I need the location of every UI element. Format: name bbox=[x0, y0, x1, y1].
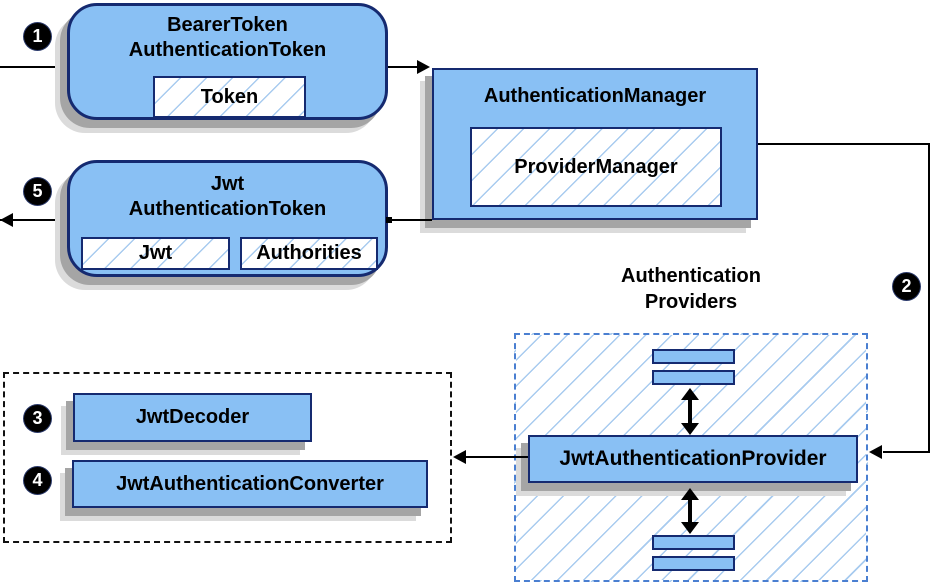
step-2-badge: 2 bbox=[893, 273, 920, 300]
flow-arrowhead-to-decoder-group bbox=[453, 450, 466, 464]
flow-arrowhead-response-out bbox=[0, 213, 13, 227]
token-field: Token bbox=[153, 76, 306, 118]
bearer-token-authentication-token-node: BearerToken AuthenticationToken Token bbox=[67, 3, 388, 120]
provider-slot-bar bbox=[652, 349, 735, 364]
step-4-badge: 4 bbox=[24, 467, 51, 494]
jwt-authentication-token-title-line1: Jwt bbox=[210, 173, 245, 195]
double-arrow-bottom-shaft bbox=[688, 499, 692, 523]
flow-line-to-decoder-group bbox=[466, 456, 528, 458]
jwt-authentication-token-node: Jwt AuthenticationToken Jwt Authorities bbox=[67, 160, 388, 277]
authentication-providers-label-line1: Authentication bbox=[621, 265, 761, 287]
flow-arrowhead-to-authentication-manager bbox=[417, 60, 430, 74]
authentication-manager-title: AuthenticationManager bbox=[483, 85, 707, 107]
flow-line-step2-vertical bbox=[928, 143, 930, 453]
step-3-badge: 3 bbox=[24, 405, 51, 432]
authentication-providers-label-line2: Providers bbox=[644, 291, 738, 313]
flow-line-manager-to-jwt-token bbox=[388, 219, 432, 221]
flow-line-to-authentication-manager bbox=[388, 66, 420, 68]
provider-slot-bar bbox=[652, 556, 735, 571]
provider-manager-field: ProviderManager bbox=[470, 127, 722, 207]
flow-line-response-out bbox=[0, 219, 66, 221]
bearer-token-title-line1: BearerToken bbox=[167, 14, 288, 36]
jwt-field: Jwt bbox=[81, 237, 230, 270]
jwt-authentication-token-title-line2: AuthenticationToken bbox=[128, 198, 327, 220]
flow-junction-dot bbox=[386, 217, 392, 223]
step-1-badge: 1 bbox=[24, 23, 51, 50]
flow-line-step2-into-provider bbox=[883, 451, 930, 453]
authentication-manager-node: AuthenticationManager ProviderManager bbox=[432, 68, 758, 220]
provider-slot-bar bbox=[652, 535, 735, 550]
bearer-token-node-title: BearerToken AuthenticationToken bbox=[70, 6, 385, 63]
double-arrow-top-shaft bbox=[688, 399, 692, 425]
bearer-token-title-line2: AuthenticationToken bbox=[128, 39, 327, 61]
jwt-authentication-token-title: Jwt AuthenticationToken bbox=[70, 163, 385, 222]
double-arrow-top-up-head bbox=[681, 388, 699, 400]
step-5-badge: 5 bbox=[24, 178, 51, 205]
jwt-authentication-converter-node: JwtAuthenticationConverter bbox=[72, 460, 428, 508]
double-arrow-bottom-up-head bbox=[681, 488, 699, 500]
flow-arrowhead-into-provider bbox=[869, 445, 882, 459]
authorities-field: Authorities bbox=[240, 237, 378, 270]
provider-slot-bar bbox=[652, 370, 735, 385]
jwt-decoder-node: JwtDecoder bbox=[73, 393, 312, 442]
authentication-providers-label: Authentication Providers bbox=[514, 263, 868, 315]
flow-line-request-in bbox=[0, 66, 67, 68]
jwt-authentication-provider-node: JwtAuthenticationProvider bbox=[528, 435, 858, 483]
flow-line-step2-horizontal bbox=[758, 143, 930, 145]
double-arrow-top-down-head bbox=[681, 423, 699, 435]
double-arrow-bottom-down-head bbox=[681, 522, 699, 534]
